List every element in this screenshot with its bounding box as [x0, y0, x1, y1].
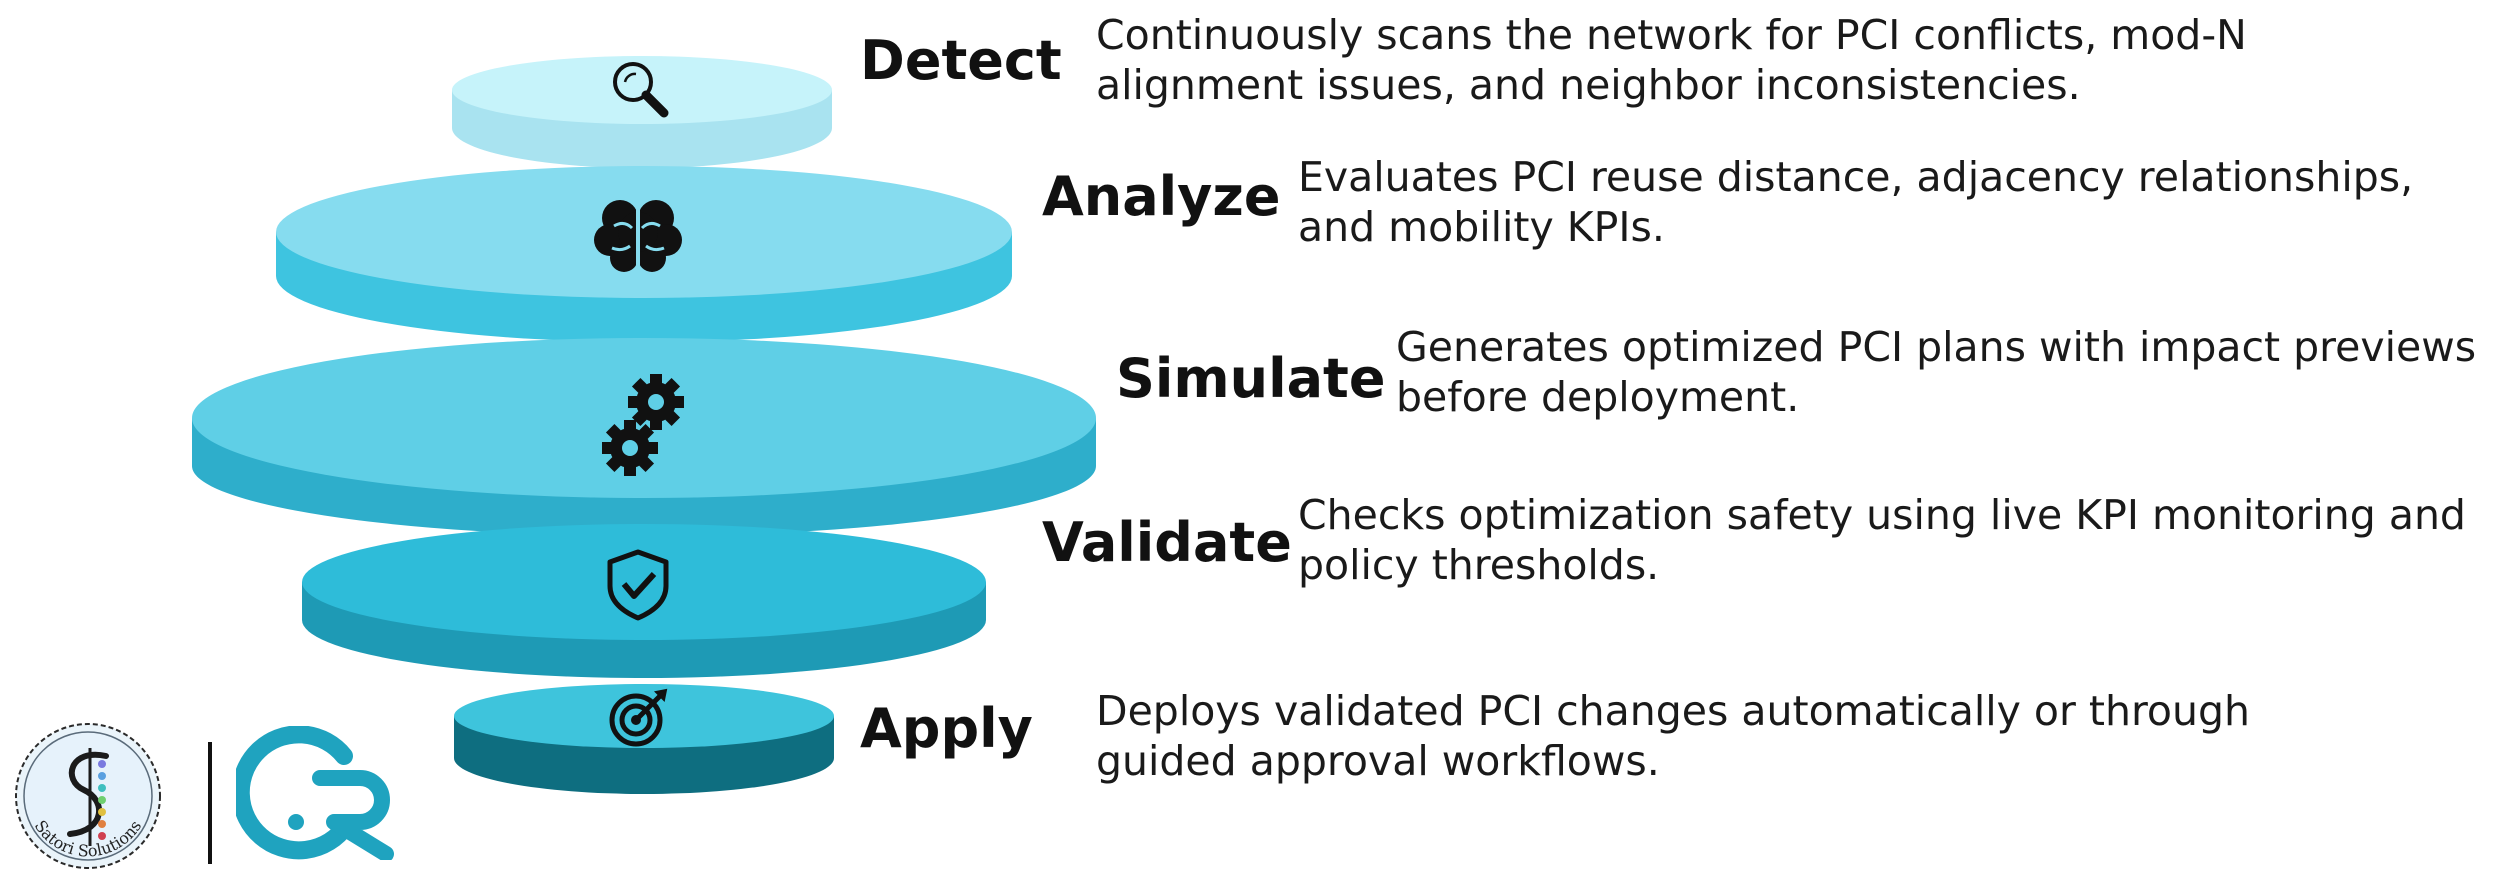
step-description-simulate: Generates optimized PCI plans with impac… [1396, 322, 2476, 422]
step-title-validate: Validate [1042, 511, 1292, 574]
description-line: alignment issues, and neighbor inconsist… [1096, 61, 2081, 109]
step-title-apply: Apply [860, 697, 1033, 760]
step-title-analyze: Analyze [1042, 165, 1281, 228]
magnifier-icon [613, 62, 669, 118]
step-description-analyze: Evaluates PCI reuse distance, adjacency … [1298, 152, 2413, 252]
description-line: Checks optimization safety using live KP… [1298, 491, 2466, 539]
validate-layer [302, 524, 986, 678]
shield-check-icon [607, 549, 669, 621]
layer-stack [192, 56, 1096, 794]
description-line: Generates optimized PCI plans with impac… [1396, 323, 2477, 371]
step-title-detect: Detect [860, 29, 1062, 92]
step-title-simulate: Simulate [1116, 347, 1386, 410]
detect-layer [452, 56, 832, 168]
description-line: before deployment. [1396, 373, 1800, 421]
description-line: Continuously scans the network for PCI c… [1096, 11, 2247, 59]
description-line: and mobility KPIs. [1298, 203, 1665, 251]
description-line: guided approval workflows. [1096, 737, 1660, 785]
brain-icon [594, 200, 682, 272]
gears-icon [602, 374, 684, 476]
step-description-validate: Checks optimization safety using live KP… [1298, 490, 2466, 590]
apply-layer [454, 684, 834, 794]
description-line: Deploys validated PCI changes automatica… [1096, 687, 2251, 735]
description-line: policy thresholds. [1298, 541, 1660, 589]
step-description-detect: Continuously scans the network for PCI c… [1096, 10, 2247, 110]
logo-divider [208, 742, 212, 864]
description-line: Evaluates PCI reuse distance, adjacency … [1298, 153, 2414, 201]
cr-logo-icon [236, 726, 394, 860]
satori-logo-icon: Satori Solutions [15, 723, 161, 869]
target-icon [609, 688, 668, 747]
step-description-apply: Deploys validated PCI changes automatica… [1096, 686, 2250, 786]
